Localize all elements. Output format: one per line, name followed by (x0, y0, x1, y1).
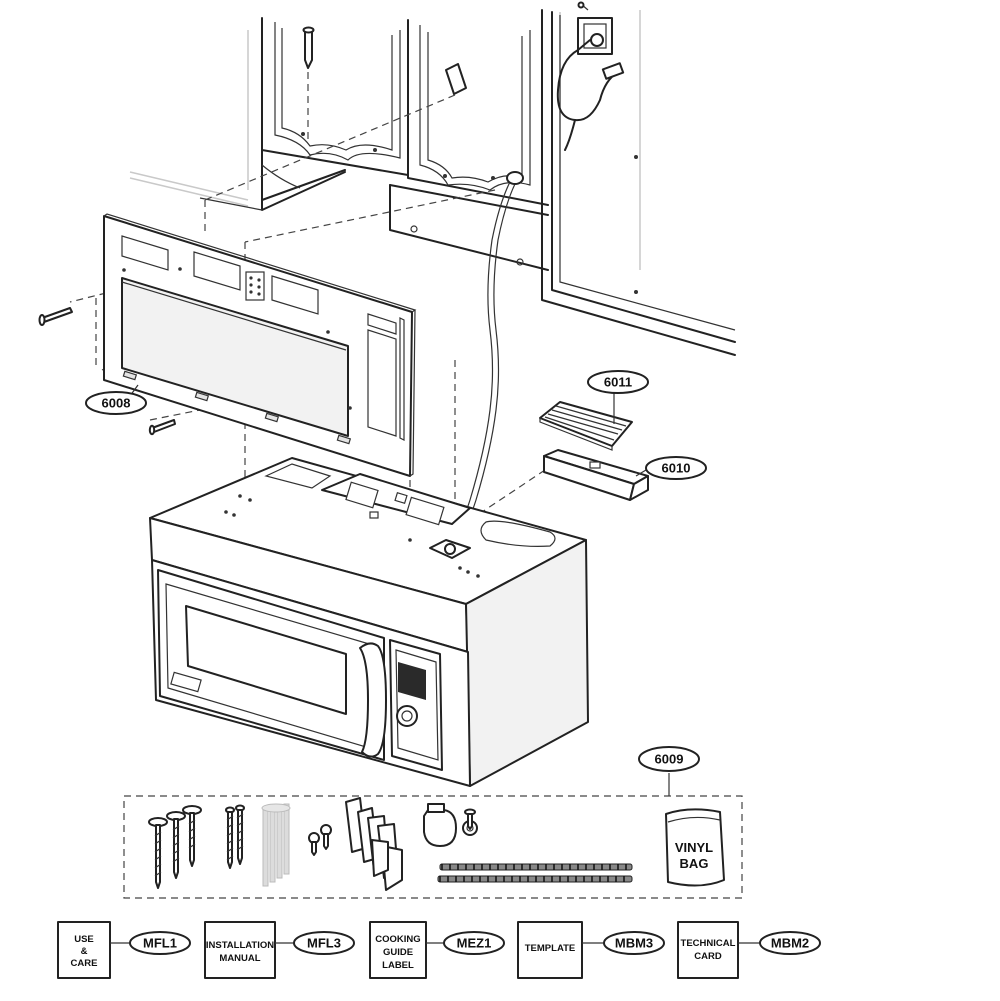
doc-template-code: MBM3 (615, 935, 653, 950)
doc-cooking-guide-line1: COOKING (375, 934, 420, 945)
cabinet-bolt (302, 26, 315, 69)
doc-template-line1: TEMPLATE (525, 943, 576, 954)
vinyl-bag: VINYL BAG (665, 808, 725, 887)
doc-use-and-care: USE & CARE MFL1 (57, 921, 191, 979)
power-cord (449, 177, 513, 546)
small-screws (308, 824, 332, 856)
foam-strips (437, 863, 633, 883)
callout-6011-text: 6011 (604, 374, 632, 389)
doc-cooking-guide-line2: GUIDE (383, 947, 413, 958)
doc-installation-manual: INSTALLATION MANUAL MFL3 (204, 921, 355, 979)
microwave-oven (149, 457, 589, 787)
exhaust-adapter-6010 (543, 449, 649, 501)
doc-technical-card-code: MBM2 (771, 935, 809, 950)
callout-6010: 6010 (635, 456, 707, 480)
callout-6009-text: 6009 (655, 751, 684, 766)
clamp-screw (464, 808, 476, 830)
doc-installation-manual-code: MFL3 (307, 935, 341, 950)
doc-technical-card: TECHNICAL CARD MBM2 (677, 921, 821, 979)
callout-6011: 6011 (587, 370, 649, 424)
vinyl-bag-text-line2: BAG (680, 856, 709, 871)
callout-6008-text: 6008 (102, 395, 131, 410)
wall-outlet-and-cord (556, 1, 625, 151)
doc-use-and-care-code: MFL1 (143, 935, 177, 950)
doc-use-and-care-line1: USE (74, 934, 94, 945)
doc-template: TEMPLATE MBM3 (517, 921, 665, 979)
upper-cabinets (129, 9, 736, 356)
doc-cooking-guide-code: MEZ1 (457, 935, 492, 950)
plate-screw (148, 419, 176, 436)
doc-installation-manual-line1: INSTALLATION (206, 940, 274, 951)
lag-screw (38, 307, 73, 326)
doc-cooking-guide-line3: LABEL (382, 960, 414, 971)
toggle-bolts (261, 803, 291, 887)
callout-6009: 6009 (638, 746, 700, 772)
mounting-clips (345, 797, 403, 891)
long-screws (225, 804, 245, 869)
callout-6008: 6008 (85, 384, 147, 415)
doc-use-and-care-line3: CARE (71, 958, 98, 969)
doc-cooking-guide-label: COOKING GUIDE LABEL MEZ1 (369, 921, 505, 979)
mounting-plate-6008 (103, 213, 417, 477)
doc-installation-manual-line2: MANUAL (219, 953, 260, 964)
doc-technical-card-line2: CARD (694, 951, 722, 962)
vinyl-bag-text-line1: VINYL (675, 840, 713, 855)
plate-hole-grid (245, 271, 265, 301)
doc-use-and-care-line2: & (81, 946, 88, 957)
wood-screws (148, 805, 202, 889)
toggle-bolt (445, 63, 467, 95)
callout-6010-text: 6010 (662, 460, 691, 475)
doc-technical-card-line1: TECHNICAL (681, 938, 736, 949)
document-row: USE & CARE MFL1 INSTALLATION MANUAL MFL3… (57, 921, 821, 979)
parts-kit-enclosure (123, 773, 743, 899)
damper-6011 (539, 401, 633, 451)
